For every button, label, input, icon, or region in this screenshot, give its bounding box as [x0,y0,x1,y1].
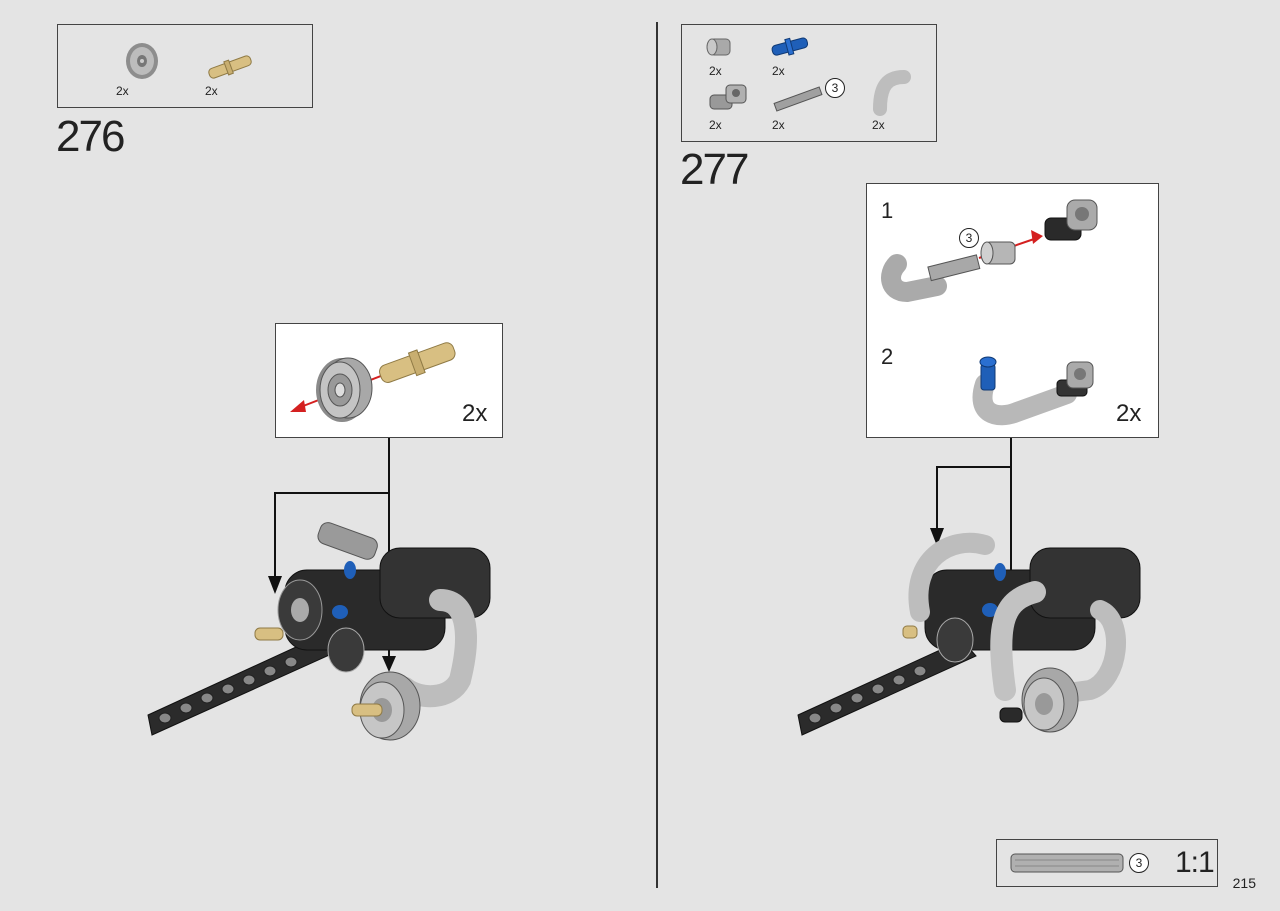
gray-bush-icon [706,38,731,56]
placement-arrows [936,438,1012,575]
callout-multiplier-277: 2x [1116,400,1142,427]
axle-3-icon [773,86,823,112]
tan-pin-left [254,627,284,641]
step-number-277: 277 [680,145,749,194]
parts-illustrations-276 [126,43,252,79]
blue-pin-icon [771,37,809,56]
parts-illustrations-277 [706,37,911,116]
page-divider [656,22,658,888]
model-276 [147,438,491,741]
curved-pipe [881,254,947,303]
wheel-hub [1021,667,1079,733]
tan-pin-icon [379,342,456,383]
axle-3 [927,254,981,282]
curved-pipe [394,589,477,708]
tan-pin-right [351,703,383,717]
callout-276: 2x [275,323,503,438]
tan-pin [902,625,918,639]
axle-length-badge-callout: 3 [959,228,979,248]
callout-277: 1 3 2 2x [866,183,1159,438]
curved-pipe-left [908,532,995,622]
substep-1: 1 [881,198,894,223]
qty-gray-bush: 2x [709,64,722,78]
scale-axle-length: 3 [1129,853,1149,873]
liftarm-beam [797,639,977,736]
scale-ratio: 1:1 [1175,846,1215,879]
gray-bush [980,241,1016,265]
qty-axle-3: 2x [772,118,785,132]
substep-2: 2 [881,344,894,369]
axle-length-badge: 3 [825,78,845,98]
step-number-276: 276 [56,112,125,161]
qty-curved-pipe: 2x [872,118,885,132]
axle-scale-box: 3 1:1 [996,839,1218,887]
callout-277-illustration [881,199,1098,426]
page-number: 215 [1232,875,1256,891]
curved-pipe-icon [873,70,911,116]
curved-pipe-front [990,581,1046,701]
parts-list-276: 2x 2x [57,24,313,108]
qty-blue-pin: 2x [772,64,785,78]
qty-tan-pin: 2x [205,84,218,98]
engine-block [277,522,491,673]
wheel-hub-icon [126,43,158,79]
parts-list-277: 2x 2x 2x 2x 3 2x [681,24,937,142]
wheel-hub-icon [316,357,373,422]
angle-connector [1044,199,1098,241]
axle-scale-illustration [1010,853,1124,873]
curved-pipe-right [1050,600,1126,704]
callout-276-illustration [290,342,456,422]
curved-pipe [972,374,1077,426]
angle-connector-icon [709,84,747,110]
tan-pin-icon [208,55,252,79]
qty-angle-connector: 2x [709,118,722,132]
callout-multiplier-276: 2x [462,400,488,427]
blue-pin [979,356,997,391]
qty-wheel-hub: 2x [116,84,129,98]
